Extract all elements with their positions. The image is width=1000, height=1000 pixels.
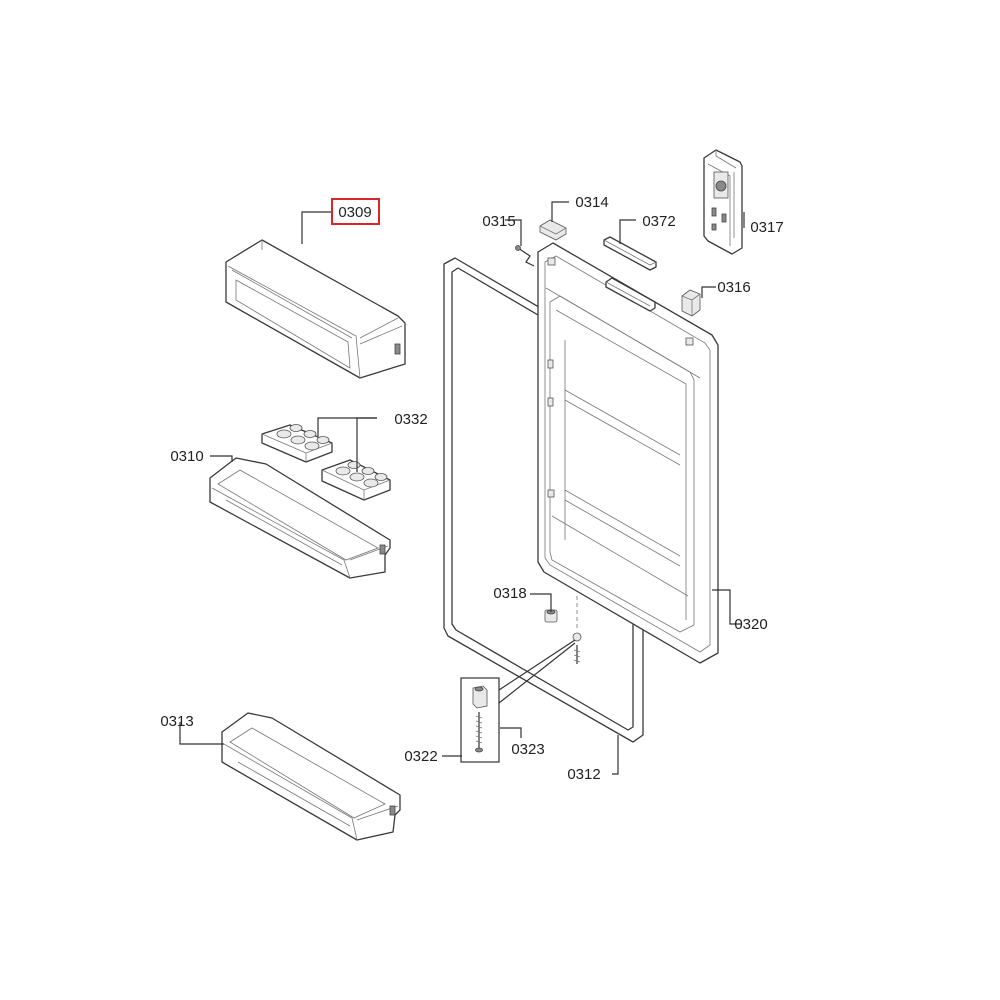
label-0314[interactable]: 0314: [575, 194, 608, 211]
clip-0315[interactable]: [515, 245, 535, 267]
label-0323[interactable]: 0323: [511, 741, 544, 758]
label-0317[interactable]: 0317: [750, 219, 783, 236]
label-0310[interactable]: 0310: [170, 448, 203, 465]
control-module-0317[interactable]: [703, 149, 743, 255]
label-0312[interactable]: 0312: [567, 766, 600, 783]
bushing-0318[interactable]: [544, 609, 558, 623]
label-0318[interactable]: 0318: [493, 585, 526, 602]
pin-and-screw: [572, 596, 582, 664]
door-bin-0310[interactable]: [209, 457, 391, 579]
strip-0372[interactable]: [603, 236, 657, 271]
door-bin-0309[interactable]: [225, 239, 406, 379]
label-0309[interactable]: 0309: [338, 204, 371, 221]
fastener-detail-box: [460, 639, 576, 763]
inner-door-panel-0320[interactable]: [537, 242, 719, 664]
label-0315[interactable]: 0315: [482, 213, 515, 230]
label-0313[interactable]: 0313: [160, 713, 193, 730]
label-0316[interactable]: 0316: [717, 279, 750, 296]
top-cap-0314[interactable]: [539, 219, 567, 241]
leader-lines: [179, 201, 745, 775]
screw-0323[interactable]: [475, 712, 483, 753]
label-0322[interactable]: 0322: [404, 748, 437, 765]
selected-part-highlight: [331, 198, 380, 225]
label-0372[interactable]: 0372: [642, 213, 675, 230]
egg-tray-left-0332[interactable]: [261, 424, 333, 463]
label-0320[interactable]: 0320: [734, 616, 767, 633]
hinge-cover-0316[interactable]: [681, 289, 701, 317]
spacer-0322[interactable]: [472, 685, 488, 709]
door-bin-0313[interactable]: [221, 712, 401, 841]
label-0332[interactable]: 0332: [394, 411, 427, 428]
egg-tray-right-0332[interactable]: [321, 459, 391, 501]
